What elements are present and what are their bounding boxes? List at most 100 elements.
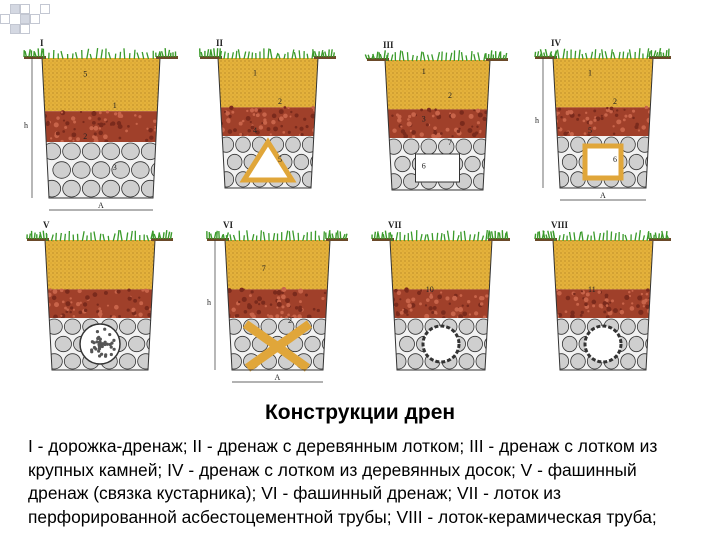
grass-blade bbox=[543, 52, 546, 58]
gravel-pebble bbox=[103, 134, 108, 140]
gravel-pebble bbox=[467, 300, 471, 304]
section-numeral: V bbox=[43, 220, 50, 230]
layer-callout: 4 bbox=[253, 126, 257, 135]
stone bbox=[137, 318, 155, 335]
gravel-pebble bbox=[400, 125, 403, 128]
gravel-pebble bbox=[105, 110, 109, 114]
gravel-pebble bbox=[628, 294, 632, 298]
gravel-pebble bbox=[46, 120, 50, 125]
trench-outline bbox=[552, 57, 654, 189]
gravel-pebble bbox=[477, 112, 483, 118]
gravel-pebble bbox=[404, 134, 409, 139]
gravel-pebble bbox=[312, 307, 316, 311]
gravel-pebble bbox=[395, 113, 399, 117]
gravel-pebble bbox=[234, 314, 239, 318]
stone bbox=[620, 353, 636, 370]
layer-callout: 1 bbox=[422, 67, 426, 76]
gravel-pebble bbox=[290, 110, 293, 114]
gravel-pebble bbox=[623, 108, 626, 111]
grass-blade bbox=[99, 233, 102, 242]
stone bbox=[475, 353, 492, 370]
gravel-pebble bbox=[70, 306, 74, 310]
gravel-pebble bbox=[615, 109, 619, 112]
gravel-pebble bbox=[449, 112, 452, 115]
gravel-pebble bbox=[390, 311, 394, 317]
grass-blade bbox=[42, 230, 45, 240]
gravel-pebble bbox=[59, 288, 64, 293]
stone bbox=[475, 318, 492, 335]
grass-blade bbox=[162, 232, 165, 240]
caption-line: дренаж (связка кустарника); VI - фашинны… bbox=[28, 483, 561, 503]
gravel-pebble bbox=[98, 127, 102, 130]
gravel-pebble bbox=[404, 287, 409, 293]
grass-blade bbox=[306, 53, 309, 60]
grass-blade bbox=[313, 51, 318, 58]
gravel-pebble bbox=[281, 286, 287, 292]
gravel-pebble bbox=[562, 118, 567, 122]
grass-blade bbox=[231, 52, 234, 60]
grass-blade bbox=[638, 48, 641, 60]
stone bbox=[385, 173, 402, 190]
gravel-pebble bbox=[279, 116, 284, 122]
layer-callout: 6 bbox=[422, 162, 426, 171]
layer-callout: 5 bbox=[83, 70, 87, 79]
layer-callout: 5 bbox=[588, 126, 592, 135]
trench-outline bbox=[41, 57, 161, 199]
gravel-pebble bbox=[646, 288, 650, 292]
gravel-pebble bbox=[558, 107, 562, 111]
grass-blade bbox=[28, 233, 32, 240]
gravel-pebble bbox=[103, 118, 107, 122]
sand-layer bbox=[385, 60, 490, 110]
caption-line: перфорированной асбестоцементной трубы; … bbox=[28, 506, 657, 527]
gravel-pebble bbox=[135, 122, 138, 126]
grass-blade bbox=[216, 48, 219, 58]
gravel-pebble bbox=[247, 129, 251, 133]
gravel-pebble bbox=[459, 294, 463, 297]
grass-blade bbox=[332, 52, 336, 58]
gravel-pebble bbox=[434, 299, 439, 305]
gravel-pebble bbox=[390, 297, 396, 303]
grass-blade bbox=[449, 52, 453, 62]
layer-callout: 3 bbox=[113, 163, 117, 172]
gravel-pebble bbox=[246, 109, 249, 113]
layer-callout: 11 bbox=[588, 285, 596, 294]
grass-blade bbox=[218, 48, 221, 58]
grass-blade bbox=[445, 52, 448, 62]
grass-blade bbox=[33, 232, 36, 240]
grass-blade bbox=[251, 234, 255, 242]
gravel-pebble bbox=[69, 297, 72, 300]
gravel-pebble bbox=[281, 291, 284, 295]
gravel-pebble bbox=[580, 290, 584, 293]
stone bbox=[278, 318, 295, 335]
grass-blade bbox=[554, 51, 558, 60]
gravel-pebble bbox=[573, 292, 576, 296]
grass-blade bbox=[125, 232, 129, 242]
gravel-pebble bbox=[148, 128, 153, 133]
gravel-pebble bbox=[226, 118, 231, 123]
gravel-pebble bbox=[564, 310, 568, 314]
gravel-pebble bbox=[408, 114, 412, 119]
grass-blade bbox=[624, 234, 628, 242]
grass-blade bbox=[443, 234, 446, 242]
gravel-pebble bbox=[617, 119, 622, 124]
grass-blade bbox=[556, 49, 560, 60]
gravel-pebble bbox=[479, 129, 482, 133]
gravel-pebble bbox=[597, 290, 601, 294]
gravel-pebble bbox=[285, 298, 290, 303]
stone bbox=[301, 136, 318, 153]
stone bbox=[118, 353, 137, 370]
fascine-twig bbox=[98, 342, 102, 346]
trench-outline bbox=[44, 239, 156, 371]
fascine-twig bbox=[92, 345, 97, 350]
grass-blade bbox=[424, 234, 427, 242]
gravel-pebble bbox=[448, 302, 452, 305]
gravel-pebble bbox=[409, 308, 413, 312]
grass-blade bbox=[485, 230, 488, 242]
fascine-twig bbox=[112, 338, 116, 342]
gravel-pebble bbox=[113, 112, 118, 116]
stone bbox=[390, 318, 407, 335]
gravel-pebble bbox=[403, 309, 409, 314]
stone bbox=[464, 155, 481, 173]
stone bbox=[620, 318, 636, 335]
